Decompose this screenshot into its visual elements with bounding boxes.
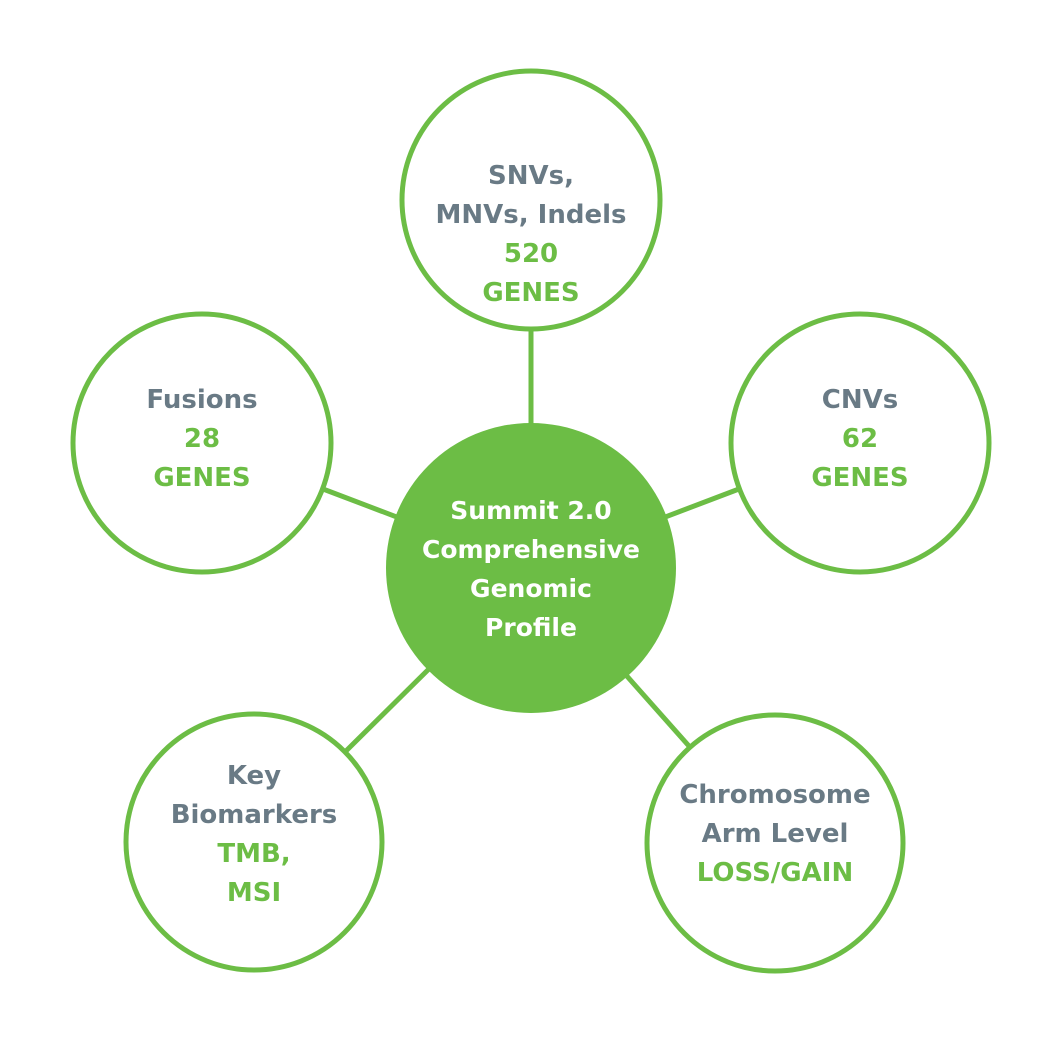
center-title-line: Comprehensive: [422, 535, 640, 564]
node-circle: [399, 68, 663, 332]
node-value-line: LOSS/GAIN: [697, 858, 853, 888]
connector-fusions: [319, 485, 401, 521]
center-title-line: Summit 2.0: [450, 496, 611, 525]
node-value-line: 62: [842, 424, 878, 454]
node-title-line: Chromosome: [679, 780, 870, 810]
center-title-line: Genomic: [470, 574, 592, 603]
node-title-line: Arm Level: [702, 819, 849, 849]
node-circle: [644, 712, 906, 974]
node-title-line: MNVs, Indels: [436, 200, 627, 230]
connector-key-biomarkers: [341, 665, 433, 756]
node-circle: [123, 711, 385, 973]
connectors: [319, 327, 743, 756]
node-value-line: GENES: [153, 463, 250, 493]
node-value-line: MSI: [227, 878, 281, 908]
node-value-line: 28: [184, 424, 220, 454]
node-title-line: Key: [227, 761, 281, 791]
node-circles: SNVs,MNVs, Indels520GENESFusions28GENESC…: [70, 68, 992, 974]
node-title-line: Biomarkers: [171, 800, 338, 830]
node-value-line: GENES: [811, 463, 908, 493]
connector-chromosome-arm: [622, 671, 694, 751]
node-value-line: GENES: [482, 278, 579, 308]
node-title-line: SNVs,: [488, 161, 574, 191]
node-value-line: TMB,: [217, 839, 290, 869]
center-title-line: Profile: [485, 613, 577, 642]
node-value-line: 520: [504, 239, 558, 269]
center-circle: [386, 423, 676, 713]
node-title-line: Fusions: [146, 385, 257, 415]
connector-cnvs: [661, 485, 743, 521]
node-circle: [70, 311, 334, 575]
node-circle: [728, 311, 992, 575]
node-title-line: CNVs: [822, 385, 898, 415]
